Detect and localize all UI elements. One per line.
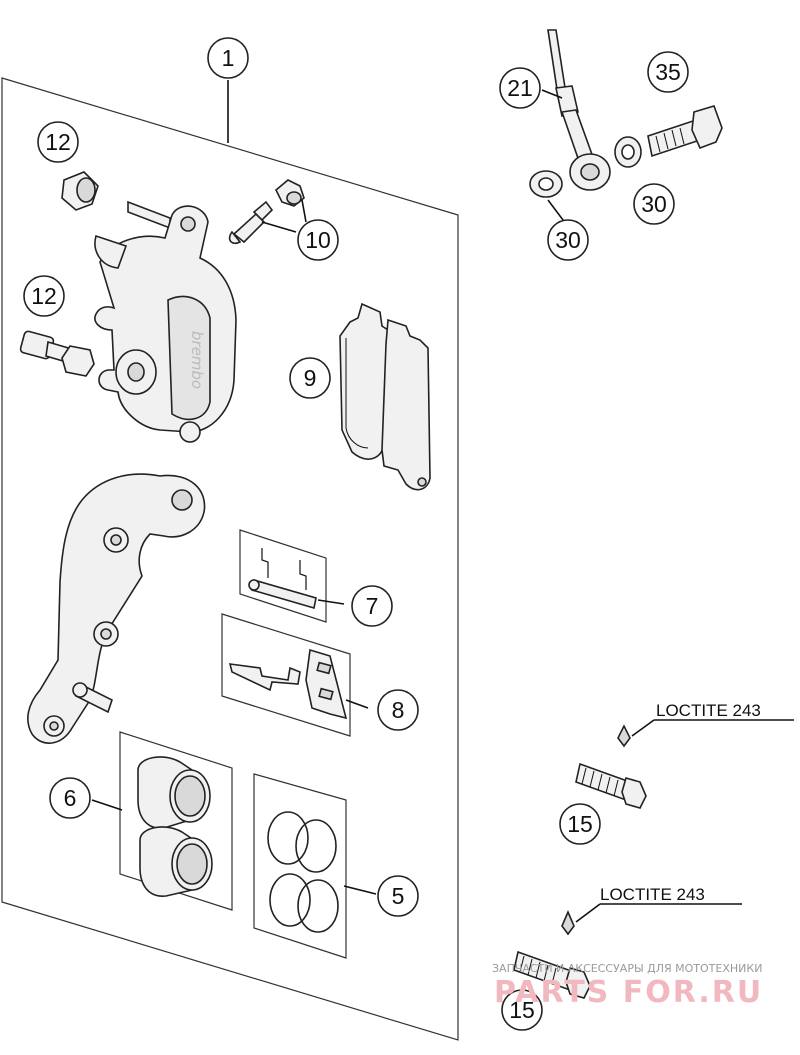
- callout-30-left-label: 30: [555, 227, 581, 253]
- loctite-note-a: LOCTITE 243: [656, 701, 761, 720]
- callout-10: 10: [297, 219, 339, 261]
- leader-10b: [301, 199, 307, 223]
- part-35-banjo-bolt: [647, 105, 723, 158]
- callout-9: 9: [289, 357, 331, 399]
- callout-15-lower-label: 15: [509, 997, 535, 1023]
- callout-12-top: 12: [37, 121, 79, 163]
- leader-10a: [261, 221, 297, 233]
- brake-caliper: brembo: [94, 200, 237, 443]
- part-15-bolt-b: [513, 909, 591, 999]
- callout-7-label: 7: [366, 593, 379, 619]
- part-7-pin-kit: [239, 529, 327, 623]
- part-21-brake-hose: [547, 29, 611, 191]
- watermark-logo: PARTS FOR.RU: [494, 975, 763, 1010]
- callout-35-label: 35: [655, 59, 681, 85]
- callout-12-top-label: 12: [45, 129, 71, 155]
- leader-6: [91, 799, 123, 811]
- callout-12-lower-label: 12: [31, 283, 57, 309]
- callout-30-right: 30: [633, 183, 675, 225]
- callout-1: 1: [207, 37, 249, 79]
- part-12-cap: [61, 171, 99, 211]
- leader-loctite-a: [631, 719, 655, 737]
- callout-35: 35: [647, 51, 689, 93]
- callout-5-label: 5: [392, 883, 405, 909]
- part-12-pin: [19, 330, 95, 377]
- loctite-note-b: LOCTITE 243: [600, 885, 705, 904]
- part-8-spring-kit: [221, 613, 351, 737]
- part-9-brake-pads: [339, 302, 431, 491]
- callout-7: 7: [351, 585, 393, 627]
- caliper-brand-label: brembo: [188, 331, 206, 389]
- leader-21: [541, 89, 563, 99]
- leader-7: [317, 599, 345, 605]
- part-30-washer-a: [529, 170, 563, 198]
- callout-30-left: 30: [547, 219, 589, 261]
- callout-9-label: 9: [304, 365, 317, 391]
- part-5-seals: [253, 773, 347, 959]
- callout-8: 8: [377, 689, 419, 731]
- leader-8: [345, 699, 369, 709]
- callout-5: 5: [377, 875, 419, 917]
- callout-15-upper-label: 15: [567, 811, 593, 837]
- callout-10-label: 10: [305, 227, 331, 253]
- leader-loctite-b: [575, 903, 601, 923]
- leader-5: [343, 885, 377, 895]
- callout-30-right-label: 30: [641, 191, 667, 217]
- callout-21-label: 21: [507, 75, 533, 101]
- callout-15-upper: 15: [559, 803, 601, 845]
- callout-6-label: 6: [64, 785, 77, 811]
- callout-12-lower: 12: [23, 275, 65, 317]
- part-10-bleed-valve: [228, 179, 305, 245]
- watermark-tagline: ЗАПЧАСТИ И АКСЕССУАРЫ ДЛЯ МОТОТЕХНИКИ: [492, 962, 762, 975]
- callout-1-label: 1: [222, 45, 235, 71]
- callout-21: 21: [499, 67, 541, 109]
- part-15-bolt-a: [575, 724, 647, 809]
- part-6-pistons: [119, 731, 233, 911]
- part-30-washer-b: [614, 136, 642, 168]
- callout-15-lower: 15: [501, 989, 543, 1031]
- callout-6: 6: [49, 777, 91, 819]
- caliper-bracket: [27, 473, 206, 744]
- callout-8-label: 8: [392, 697, 405, 723]
